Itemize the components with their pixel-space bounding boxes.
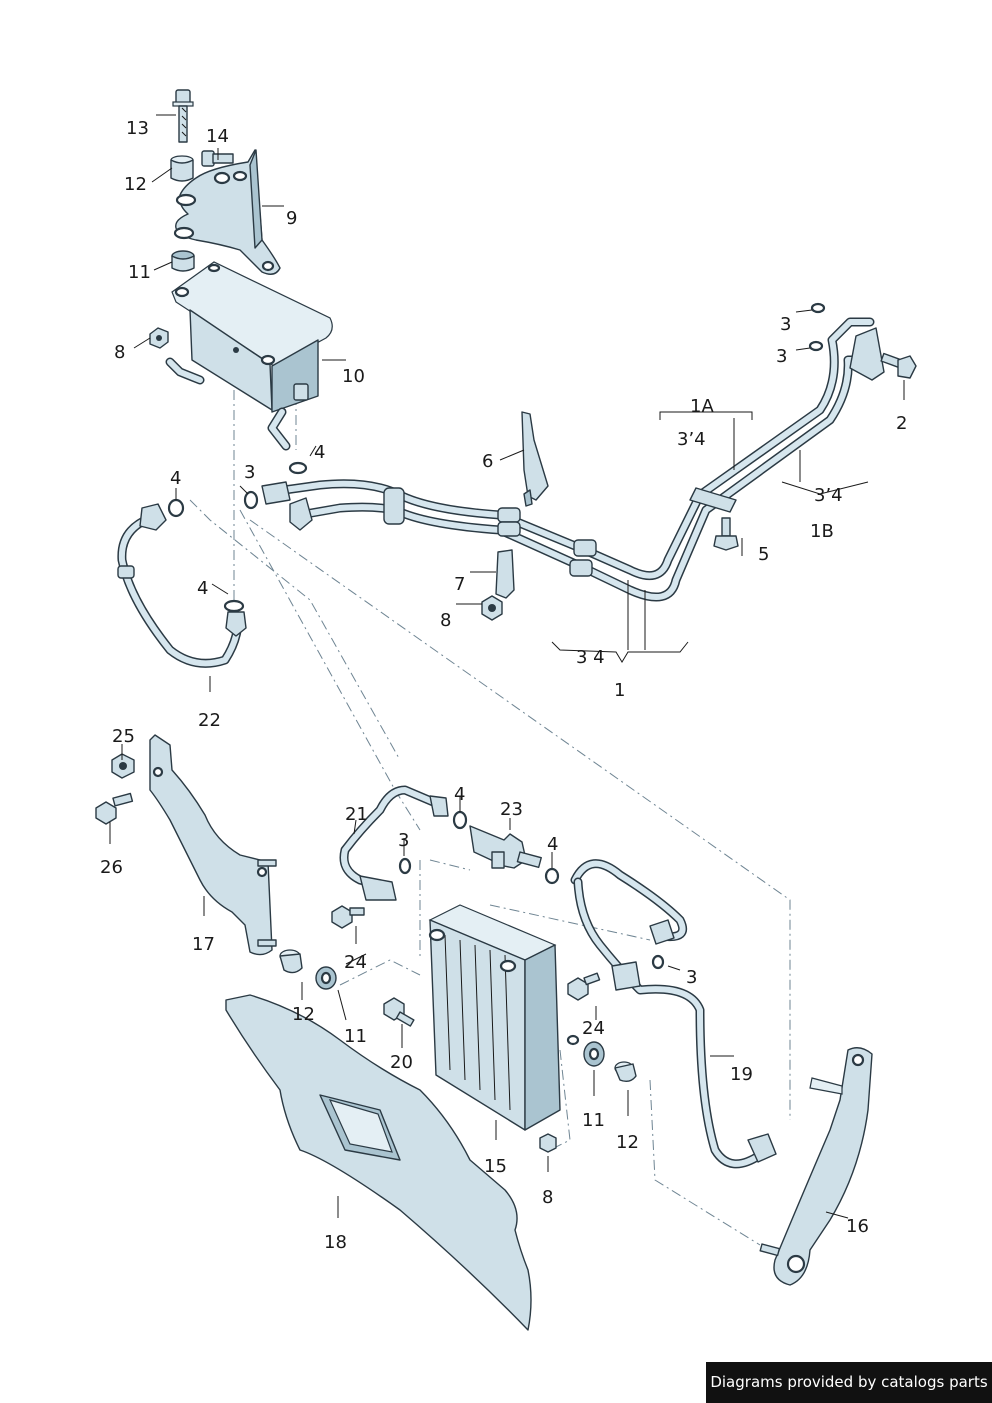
o-ring-3-d [398, 857, 412, 875]
o-ring-4-e [544, 867, 560, 885]
callout-7: 7 [454, 574, 465, 595]
bolt-26 [95, 792, 134, 825]
bracket-17 [149, 734, 273, 956]
o-ring-3-b [810, 302, 826, 314]
callout-20: 20 [390, 1052, 413, 1073]
callout-12: 12 [616, 1132, 639, 1153]
callout-15: 15 [484, 1156, 507, 1177]
callout-4: 4 [454, 784, 465, 805]
sleeve-12-top [170, 155, 194, 182]
sleeve-12-left [279, 949, 303, 974]
callout-24: 24 [344, 952, 367, 973]
callout-1a: 1A [690, 396, 714, 417]
callout-3: 3 [244, 462, 255, 483]
callout-labels: 13 14 12 9 11 8 10 3 3 2 1A 3’4 3’4 1B 5… [100, 118, 907, 1253]
stud-17-b [257, 939, 277, 947]
callout-10: 10 [342, 366, 365, 387]
bolt-14 [201, 150, 234, 167]
attribution-footer: Diagrams provided by catalogs parts [706, 1362, 992, 1403]
callout-8: 8 [542, 1187, 553, 1208]
nut-8-top [149, 327, 169, 349]
oil-line-19 [570, 859, 777, 1169]
callout-3-4: 3’4 [814, 485, 843, 506]
callout-4: 4 [314, 442, 325, 463]
callout-8: 8 [114, 342, 125, 363]
callout-19: 19 [730, 1064, 753, 1085]
o-ring-4-d [452, 810, 468, 830]
bolt-2 [880, 352, 917, 379]
bracket-6 [521, 411, 549, 507]
callout-12: 12 [292, 1004, 315, 1025]
hose-22 [117, 503, 247, 668]
callout-9: 9 [286, 208, 297, 229]
callout-17: 17 [192, 934, 215, 955]
callout-18: 18 [324, 1232, 347, 1253]
callout-3: 3 [776, 346, 787, 367]
callout-11: 11 [344, 1026, 367, 1047]
air-shroud-18 [225, 994, 532, 1331]
bracket-9 [173, 149, 281, 275]
grommet-11-top [171, 250, 195, 272]
callout-2: 2 [896, 413, 907, 434]
callout-1b: 1B [810, 521, 834, 542]
callout-24: 24 [582, 1018, 605, 1039]
callout-4: 4 [170, 468, 181, 489]
o-ring-4-c [223, 599, 245, 613]
callout-5: 5 [758, 544, 769, 565]
callout-22: 22 [198, 710, 221, 731]
callout-3-4: 3 4 [576, 647, 605, 668]
callout-23: 23 [500, 799, 523, 820]
callout-25: 25 [112, 726, 135, 747]
bolt-13 [172, 89, 194, 143]
callout-3-4: 3’4 [677, 429, 706, 450]
callout-8: 8 [440, 610, 451, 631]
stud-17-a [257, 859, 277, 867]
leader-lines [109, 114, 905, 1219]
callout-11: 11 [582, 1110, 605, 1131]
bracket-7 [495, 549, 515, 599]
grommet-11-left [315, 966, 337, 990]
bolt-24-top [331, 905, 365, 929]
bolt-20 [383, 997, 415, 1027]
oil-cooler-10 [165, 261, 333, 451]
bolt-24-right [567, 972, 601, 1001]
oil-line-1 [261, 317, 885, 602]
callout-13: 13 [126, 118, 149, 139]
adapter-23 [469, 825, 542, 869]
grommet-11-right [583, 1041, 605, 1067]
bolt-5 [713, 517, 739, 551]
callout-16: 16 [846, 1216, 869, 1237]
bracket-16 [759, 1047, 873, 1286]
sleeve-12-right [614, 1061, 637, 1083]
callout-11: 11 [128, 262, 151, 283]
nut-8-mid [481, 595, 503, 621]
callout-26: 26 [100, 857, 123, 878]
nut-25 [111, 753, 135, 779]
nut-8-lower [539, 1133, 557, 1153]
callout-3: 3 [780, 314, 791, 335]
callout-3: 3 [686, 967, 697, 988]
oil-line-21 [339, 785, 449, 901]
callout-14: 14 [206, 126, 229, 147]
callout-4: 4 [197, 578, 208, 599]
o-ring-3-e [651, 954, 665, 970]
callout-6: 6 [482, 451, 493, 472]
callout-12: 12 [124, 174, 147, 195]
callout-4: 4 [547, 834, 558, 855]
o-ring-4-a [288, 461, 308, 475]
o-ring-3-a [243, 490, 259, 510]
callout-1: 1 [614, 680, 625, 701]
o-ring-3-c [808, 340, 824, 352]
callout-3: 3 [398, 830, 409, 851]
o-ring-4-b [167, 498, 185, 518]
callout-21: 21 [345, 804, 368, 825]
oil-cooler-15 [428, 904, 580, 1131]
